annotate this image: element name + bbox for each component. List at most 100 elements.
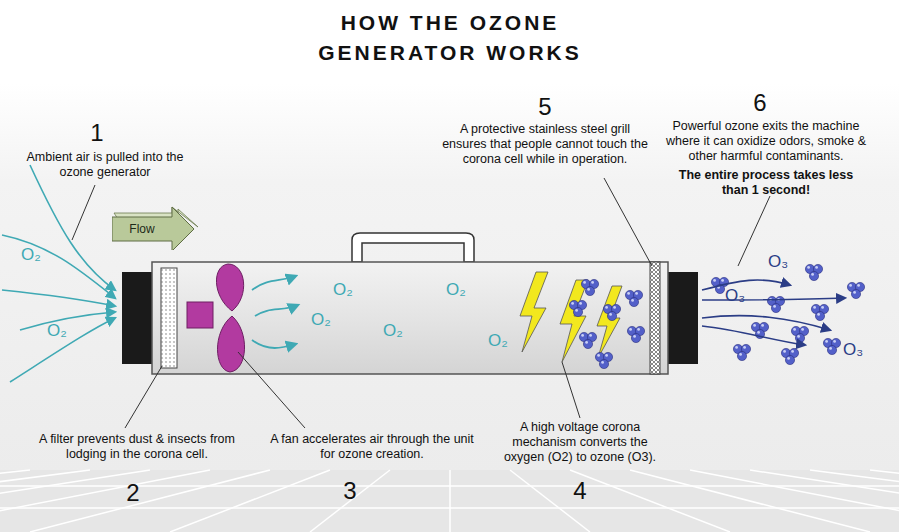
generator-housing [122, 272, 154, 364]
callout-number: 6 [745, 90, 775, 116]
steel-grill [650, 262, 660, 374]
ozone-molecules [815, 266, 818, 269]
fan-air-arrows [255, 305, 298, 316]
ozone-molecules [721, 279, 724, 282]
ozone-molecules [853, 291, 856, 294]
ozone-molecules [583, 281, 586, 284]
fan-air-arrows [252, 276, 298, 348]
flow-arrow-shape [112, 204, 200, 250]
fan [216, 264, 243, 311]
ozone-molecules [813, 306, 816, 309]
ozone-molecules [603, 304, 620, 320]
ozone-molecules [737, 351, 746, 360]
flow-arrow-shape [112, 207, 194, 250]
ozone-molecules [587, 288, 590, 291]
fan [218, 316, 245, 372]
oxygen-label: O₂ [330, 281, 356, 299]
backdrop [170, 470, 330, 532]
backdrop [810, 470, 899, 532]
callout-text-bold: The entire process takes less than 1 sec… [666, 168, 866, 198]
ozone-molecules [605, 354, 608, 357]
oxygen-label: O₂ [443, 281, 469, 299]
ozone-molecules [597, 354, 600, 357]
flow-label: Flow [112, 222, 172, 236]
incoming-air-arrows [2, 290, 115, 306]
leader-lines [738, 196, 770, 266]
ozone-molecules [625, 290, 642, 306]
ozone-molecules [791, 350, 794, 353]
callout-number: 1 [82, 120, 112, 146]
ozone-molecules [601, 361, 604, 364]
ozone-molecules [793, 328, 796, 331]
backdrop [0, 470, 899, 532]
ozone-molecules [613, 306, 616, 309]
ozone-molecules [825, 340, 828, 343]
ozone-molecules [797, 335, 800, 338]
outgoing-ozone-arrows [702, 280, 845, 345]
fan [187, 264, 245, 372]
corona-discharge [597, 286, 622, 358]
ozone-molecules [809, 271, 818, 280]
fan-air-arrows [252, 276, 296, 290]
ozone-molecules [585, 341, 588, 344]
ozone-molecules [589, 334, 592, 337]
ozone-molecules [829, 347, 832, 350]
ozone-molecules [605, 306, 608, 309]
ozone-molecules [811, 304, 828, 320]
flow-arrow: Flow [112, 204, 200, 250]
ozone-molecules [581, 334, 584, 337]
generator-housing [152, 262, 668, 374]
generator-housing [666, 272, 698, 364]
ozone-molecules [743, 346, 746, 349]
ozone-molecules [849, 284, 852, 287]
backdrop [570, 470, 730, 532]
ozone-molecules [585, 286, 594, 295]
ozone-molecules [713, 279, 716, 282]
backdrop [870, 470, 899, 532]
leader-lines [238, 352, 305, 428]
incoming-air-arrows [20, 312, 115, 330]
backdrop [30, 470, 270, 532]
ozone-molecules [807, 266, 810, 269]
ozone-molecules [581, 279, 598, 295]
filter [161, 268, 177, 368]
ozone-molecules [821, 306, 824, 309]
callout-number: 5 [530, 94, 560, 120]
title: HOW THE OZONE GENERATOR WORKS [295, 8, 605, 68]
fan [187, 302, 213, 328]
ozone-molecules [771, 303, 780, 312]
oxygen-label: O₂ [485, 332, 511, 350]
ozone-molecules [591, 281, 594, 284]
backdrop [0, 84, 899, 474]
oxygen-label: O₂ [380, 322, 406, 340]
backdrop [630, 470, 870, 532]
ozone-molecules [571, 302, 574, 305]
ozone-molecules [833, 340, 836, 343]
ozone-molecules [599, 359, 608, 368]
ozone-molecules [637, 328, 640, 331]
ozone-molecules [827, 345, 836, 354]
leader-lines [72, 185, 95, 240]
steel-grill [650, 262, 660, 374]
ozone-molecules [631, 333, 640, 342]
incoming-air-arrows [10, 318, 115, 382]
ozone-molecules [607, 311, 616, 320]
generator-housing [352, 233, 474, 262]
corona-discharge [520, 272, 548, 352]
ozone-label: O₃ [840, 341, 866, 359]
ozone-molecules [595, 352, 612, 368]
ozone-molecules [579, 332, 596, 348]
incoming-air-arrows [30, 165, 115, 290]
ozone-molecules [847, 282, 864, 298]
outgoing-ozone-arrows [702, 326, 805, 345]
callout-text: A filter prevents dust & insects from lo… [37, 432, 237, 462]
ozone-molecules [817, 313, 820, 316]
ozone-molecules [851, 289, 860, 298]
ozone-molecules [635, 292, 638, 295]
backdrop [0, 470, 90, 532]
outgoing-ozone-arrows [702, 298, 845, 300]
backdrop [449, 470, 451, 532]
oxygen-label: O₂ [44, 322, 70, 340]
backdrop [0, 84, 899, 532]
ozone-molecules [583, 339, 592, 348]
